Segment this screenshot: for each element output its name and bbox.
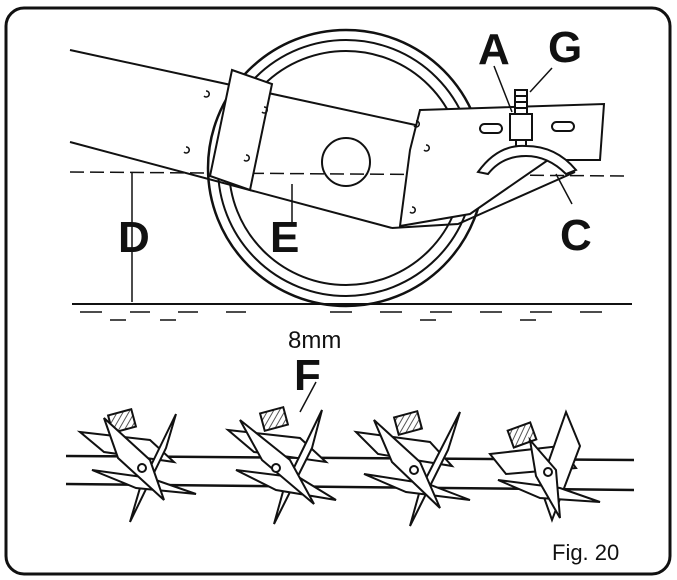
- tine-cluster-1: [76, 407, 197, 523]
- figure-frame: [4, 6, 672, 576]
- label-e: E: [270, 213, 299, 262]
- slot-holes: [479, 121, 575, 134]
- tine-cluster-3: [353, 409, 471, 527]
- bolt-marks: [183, 90, 430, 214]
- tine-cluster-4: [488, 409, 601, 523]
- label-f: F: [294, 351, 321, 400]
- leader-lines: [131, 65, 573, 413]
- frame-arms: [69, 49, 606, 229]
- reference-dashed-line: [69, 171, 629, 177]
- figure-caption: Fig. 20: [552, 540, 619, 565]
- ground-line: [72, 303, 632, 321]
- label-a: A: [478, 25, 510, 74]
- label-d: D: [118, 213, 150, 262]
- label-c: C: [560, 211, 592, 260]
- tine-cluster-2: [224, 405, 337, 525]
- label-g: G: [548, 23, 582, 72]
- curved-support: [476, 144, 578, 176]
- gap-measurement-label: 8mm: [288, 327, 341, 354]
